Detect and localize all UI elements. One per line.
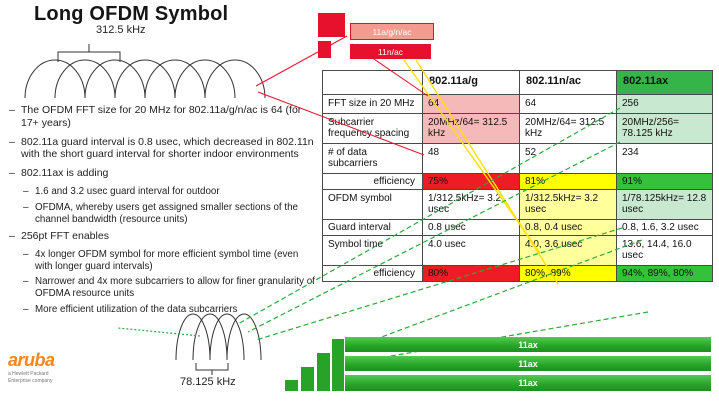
table-col-header-80211nac: 802.11n/ac [519, 70, 617, 95]
table-cell: 13.6, 14.4, 16.0 usec [616, 235, 713, 266]
table-cell: 0.8 usec [422, 219, 520, 236]
bar-11ax: 11ax [345, 337, 711, 352]
table-row: Symbol time 4.0 usec 4.0, 3.6 usec 13.6,… [322, 235, 713, 266]
table-cell: 20MHz/64= 312.5 kHz [519, 113, 617, 144]
green-steps [285, 339, 344, 391]
red-steps [318, 13, 345, 58]
table-header-row: 802.11a/g 802.11n/ac 802.11ax [322, 70, 713, 95]
table-cell: 91% [616, 173, 713, 190]
table-row: FFT size in 20 MHz 64 64 256 [322, 94, 713, 114]
table-cell: 64 [422, 94, 520, 114]
table-row: OFDM symbol 1/312.5kHz= 3.2 usec 1/312.5… [322, 189, 713, 220]
subcarrier-arcs-narrow [175, 313, 262, 361]
table-row: efficiency 75% 81% 91% [322, 173, 713, 190]
table-cell: 256 [616, 94, 713, 114]
table-cell: 1/78.125kHz= 12.8 usec [616, 189, 713, 220]
table-col-header-80211ax: 802.11ax [616, 70, 713, 95]
table-cell: 234 [616, 143, 713, 174]
brace-78-icon [195, 363, 229, 375]
row-label: Guard interval [322, 219, 423, 236]
aruba-logo-tagline: a Hewlett Packard Enterprise company [8, 371, 53, 384]
bullet-list: The OFDM FFT size for 20 MHz for 802.11a… [8, 104, 320, 320]
table-cell: 48 [422, 143, 520, 174]
page-title: Long OFDM Symbol [34, 3, 229, 25]
bullet-item: The OFDM FFT size for 20 MHz for 802.11a… [8, 104, 320, 130]
bar-11ax: 11ax [345, 356, 711, 371]
row-label: Subcarrier frequency spacing [322, 113, 423, 144]
row-label: # of data subcarriers [322, 143, 423, 174]
bullet-subitem: More efficient utilization of the data s… [22, 304, 318, 316]
bullet-item: 802.11a guard interval is 0.8 usec, whic… [8, 136, 320, 162]
bullet-subitem: OFDMA, whereby users get assigned smalle… [22, 202, 318, 226]
table-row: Subcarrier frequency spacing 20MHz/64= 3… [322, 113, 713, 144]
bullet-subitem: 1.6 and 3.2 usec guard interval for outd… [22, 186, 318, 198]
table-cell: 0.8, 1.6, 3.2 usec [616, 219, 713, 236]
table-cell: 80%, 89% [519, 265, 617, 282]
aruba-logo-text: aruba [8, 350, 55, 370]
comparison-table: 802.11a/g 802.11n/ac 802.11ax FFT size i… [322, 70, 713, 282]
row-label: FFT size in 20 MHz [322, 94, 423, 114]
bullet-subitem: Narrower and 4x more subcarriers to allo… [22, 276, 318, 300]
table-col-header-80211ag: 802.11a/g [422, 70, 520, 95]
row-label: efficiency [322, 173, 423, 190]
row-label: efficiency [322, 265, 423, 282]
table-row: Guard interval 0.8 usec 0.8, 0.4 usec 0.… [322, 219, 713, 236]
comparison-table-wrap: 802.11a/g 802.11n/ac 802.11ax FFT size i… [322, 70, 713, 282]
bullet-subitem: 4x longer OFDM symbol for more efficient… [22, 249, 318, 273]
table-cell: 1/312.5kHz= 3.2 usec [422, 189, 520, 220]
table-cell: 64 [519, 94, 617, 114]
table-cell: 20MHz/64= 312.5 kHz [422, 113, 520, 144]
legend-red-label-aganac: 11a/g/n/ac [350, 23, 434, 40]
table-cell: 0.8, 0.4 usec [519, 219, 617, 236]
bullet-item: 802.11ax is adding [8, 167, 320, 180]
table-cell: 80% [422, 265, 520, 282]
legend-red-label-nac: 11n/ac [350, 44, 431, 59]
subcarrier-arcs-wide [24, 59, 266, 99]
row-label: OFDM symbol [322, 189, 423, 220]
table-cell: 81% [519, 173, 617, 190]
table-cell: 4.0 usec [422, 235, 520, 266]
bullet-item: 256pt FFT enables [8, 230, 320, 243]
table-row: efficiency 80% 80%, 89% 94%, 89%, 80% [322, 265, 713, 282]
table-cell: 52 [519, 143, 617, 174]
table-cell: 4.0, 3.6 usec [519, 235, 617, 266]
table-cell: 20MHz/256= 78.125 kHz [616, 113, 713, 144]
table-row: # of data subcarriers 48 52 234 [322, 143, 713, 174]
table-cell: 75% [422, 173, 520, 190]
subcarrier-spacing-label-78: 78.125 kHz [180, 376, 236, 388]
table-col-header-blank [322, 70, 423, 95]
brace-312-icon [57, 44, 121, 62]
bar-11ax: 11ax [345, 375, 711, 391]
aruba-logo: aruba a Hewlett Packard Enterprise compa… [8, 351, 78, 385]
table-cell: 94%, 89%, 80% [616, 265, 713, 282]
subcarrier-spacing-label-312: 312.5 kHz [96, 24, 146, 36]
row-label: Symbol time [322, 235, 423, 266]
table-cell: 1/312.5kHz= 3.2 usec [519, 189, 617, 220]
